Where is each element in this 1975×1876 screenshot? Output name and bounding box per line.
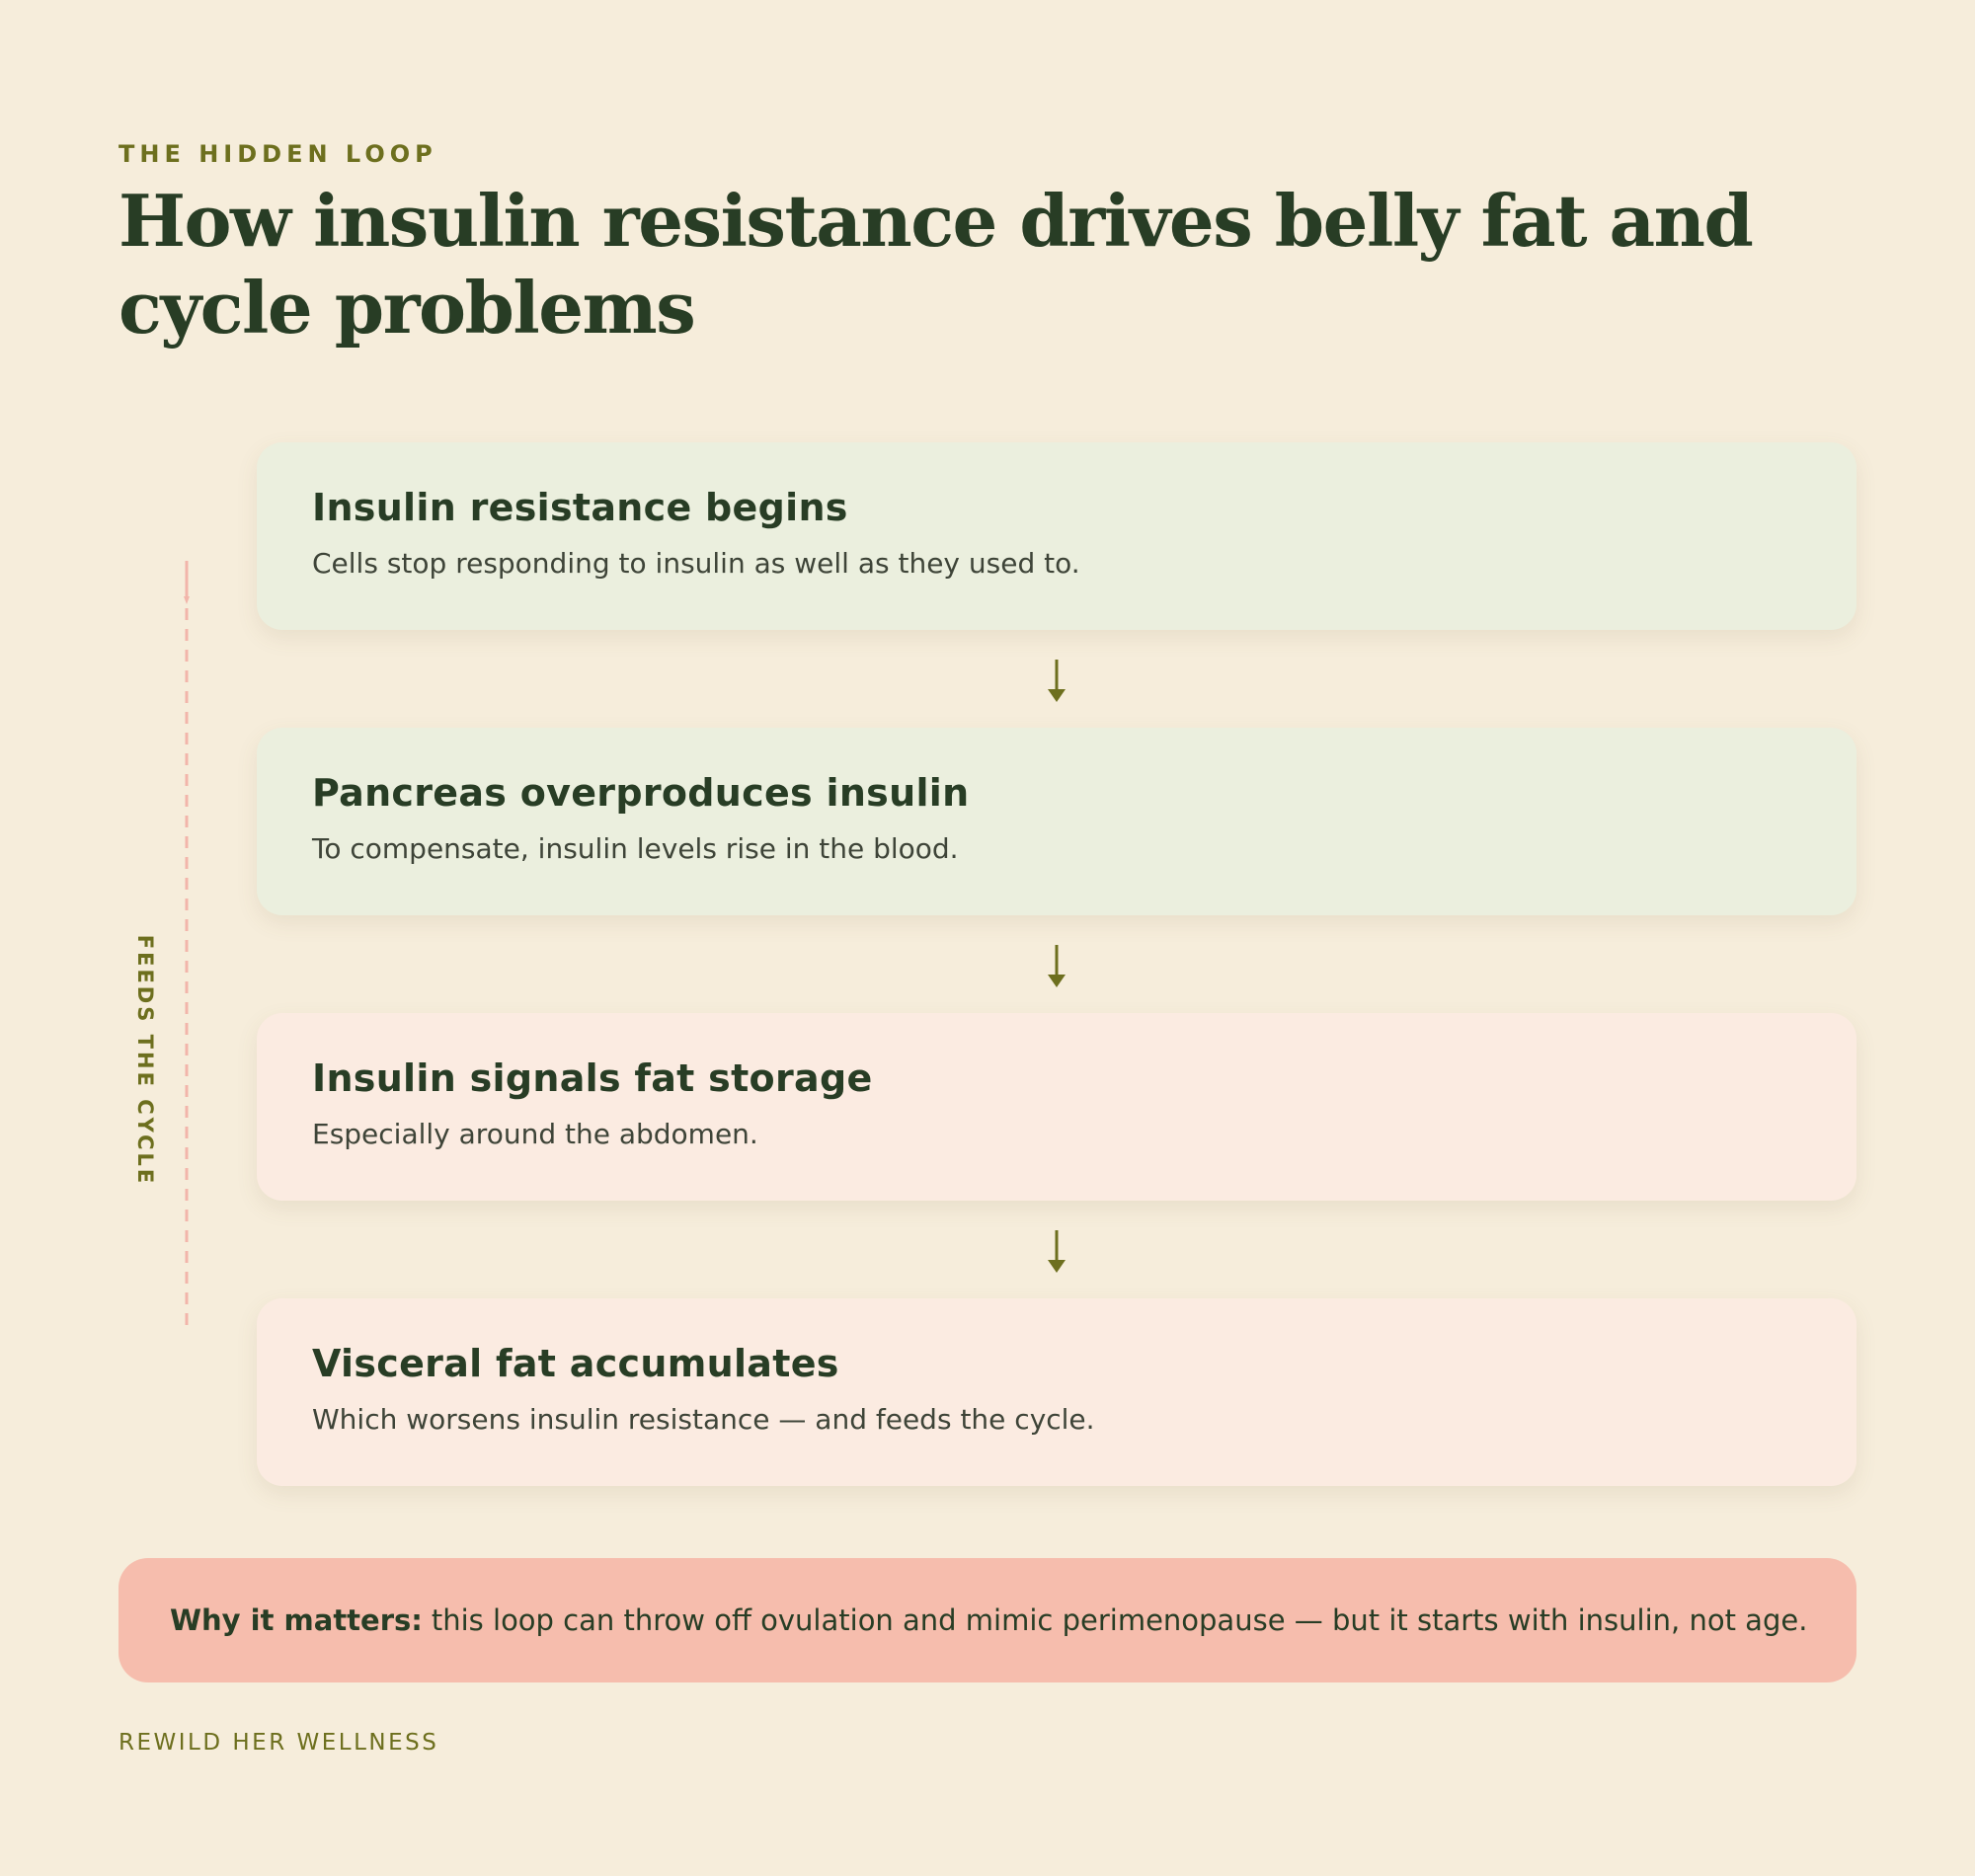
page-title: How insulin resistance drives belly fat …: [118, 179, 1754, 350]
brand-footer: REWILD HER WELLNESS: [118, 1730, 439, 1756]
step-heading: Insulin signals fat storage: [312, 1056, 873, 1100]
step-heading: Visceral fat accumulates: [312, 1342, 839, 1385]
eyebrow-label: THE HIDDEN LOOP: [118, 140, 437, 168]
why-it-matters-callout: Why it matters:this loop can throw off o…: [118, 1558, 1856, 1682]
arrow-down-icon: [1048, 1230, 1066, 1273]
step-heading: Pancreas overproduces insulin: [312, 771, 970, 815]
flow-step-1: Insulin resistance begins Cells stop res…: [257, 442, 1856, 630]
step-description: To compensate, insulin levels rise in th…: [312, 832, 959, 865]
flow-step-2: Pancreas overproduces insulin To compens…: [257, 728, 1856, 915]
loop-label: FEEDS THE CYCLE: [133, 934, 157, 1187]
flow-step-4: Visceral fat accumulates Which worsens i…: [257, 1298, 1856, 1486]
step-description: Cells stop responding to insulin as well…: [312, 547, 1080, 580]
arrow-down-icon: [1048, 660, 1066, 702]
step-description: Especially around the abdomen.: [312, 1118, 758, 1150]
step-description: Which worsens insulin resistance — and f…: [312, 1403, 1095, 1436]
step-heading: Insulin resistance begins: [312, 486, 848, 529]
arrow-down-icon: [1048, 945, 1066, 987]
callout-lead: Why it matters:: [170, 1603, 423, 1637]
loop-back-arrow-icon: [184, 561, 190, 1331]
flow-step-3: Insulin signals fat storage Especially a…: [257, 1013, 1856, 1201]
callout-text: this loop can throw off ovulation and mi…: [431, 1603, 1808, 1637]
